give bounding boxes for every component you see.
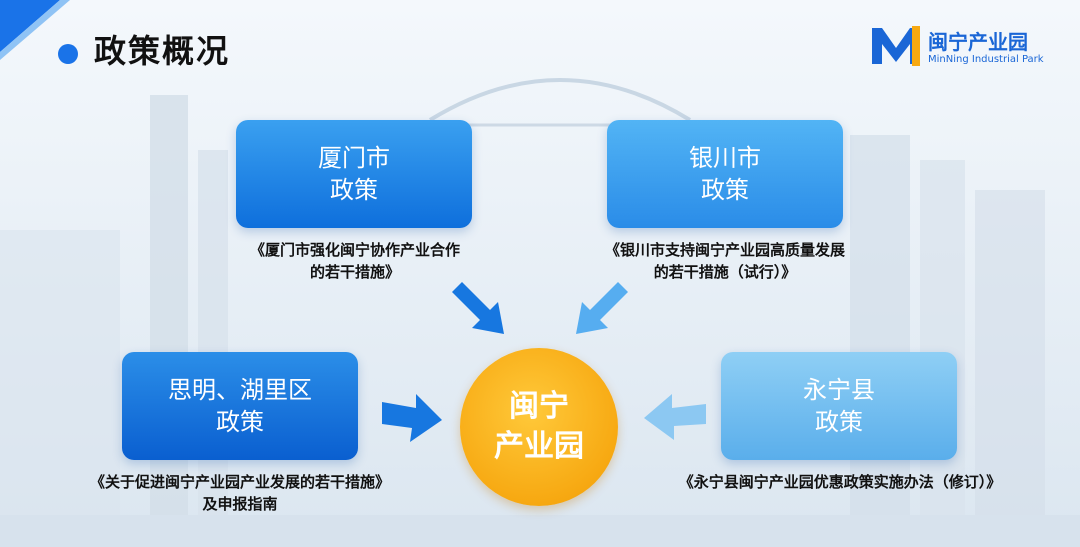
xiamen-policy-box: 厦门市 政策 xyxy=(236,120,472,228)
xiamen-box-line2: 政策 xyxy=(330,176,378,204)
xiamen-caption-line2: 的若干措施》 xyxy=(309,263,400,281)
yinchuan-policy-caption: 《银川市支持闽宁产业园高质量发展 的若干措施（试行）》 xyxy=(560,239,890,283)
yinchuan-box-line1: 银川市 xyxy=(689,144,761,172)
title-bullet-dot xyxy=(58,44,78,64)
logo: 闽宁产业园 MinNing Industrial Park xyxy=(870,24,1060,70)
xiamen-policy-caption: 《厦门市强化闽宁协作产业合作 的若干措施》 xyxy=(200,239,510,283)
arrow-from-yongning-icon xyxy=(644,394,706,440)
siming-huli-policy-caption: 《关于促进闽宁产业园产业发展的若干措施》 及申报指南 xyxy=(40,471,440,515)
arrow-from-xiamen-icon xyxy=(452,282,504,334)
yongning-caption-line1: 《永宁县闽宁产业园优惠政策实施办法（修订）》 xyxy=(678,473,1002,491)
yongning-policy-caption: 《永宁县闽宁产业园优惠政策实施办法（修订）》 xyxy=(630,471,1050,493)
arrow-from-siming-icon xyxy=(382,394,442,442)
logo-name-cn: 闽宁产业园 xyxy=(928,30,1028,54)
xiamen-box-line1: 厦门市 xyxy=(318,144,390,172)
siming-box-line2: 政策 xyxy=(216,408,264,436)
xiamen-caption-line1: 《厦门市强化闽宁协作产业合作 xyxy=(249,241,460,259)
logo-name-en: MinNing Industrial Park xyxy=(928,54,1044,65)
siming-caption-line1: 《关于促进闽宁产业园产业发展的若干措施》 xyxy=(89,473,390,491)
yongning-policy-box: 永宁县 政策 xyxy=(721,352,957,460)
yongning-box-line1: 永宁县 xyxy=(803,376,875,404)
yinchuan-policy-box: 银川市 政策 xyxy=(607,120,843,228)
arrow-from-yinchuan-icon xyxy=(576,282,628,334)
center-line1: 闽宁 xyxy=(509,389,569,424)
yinchuan-box-line2: 政策 xyxy=(701,176,749,204)
center-park-circle: 闽宁 产业园 xyxy=(460,348,618,506)
siming-box-line1: 思明、湖里区 xyxy=(168,376,312,404)
logo-m-icon xyxy=(872,26,920,66)
corner-accent-shape xyxy=(0,0,70,60)
siming-caption-line2: 及申报指南 xyxy=(202,495,278,513)
siming-huli-policy-box: 思明、湖里区 政策 xyxy=(122,352,358,460)
page-title: 政策概况 xyxy=(94,32,231,70)
yinchuan-caption-line2: 的若干措施（试行）》 xyxy=(653,263,797,281)
center-line2: 产业园 xyxy=(494,429,584,464)
yinchuan-caption-line1: 《银川市支持闽宁产业园高质量发展 xyxy=(604,241,845,259)
yongning-box-line2: 政策 xyxy=(815,408,863,436)
